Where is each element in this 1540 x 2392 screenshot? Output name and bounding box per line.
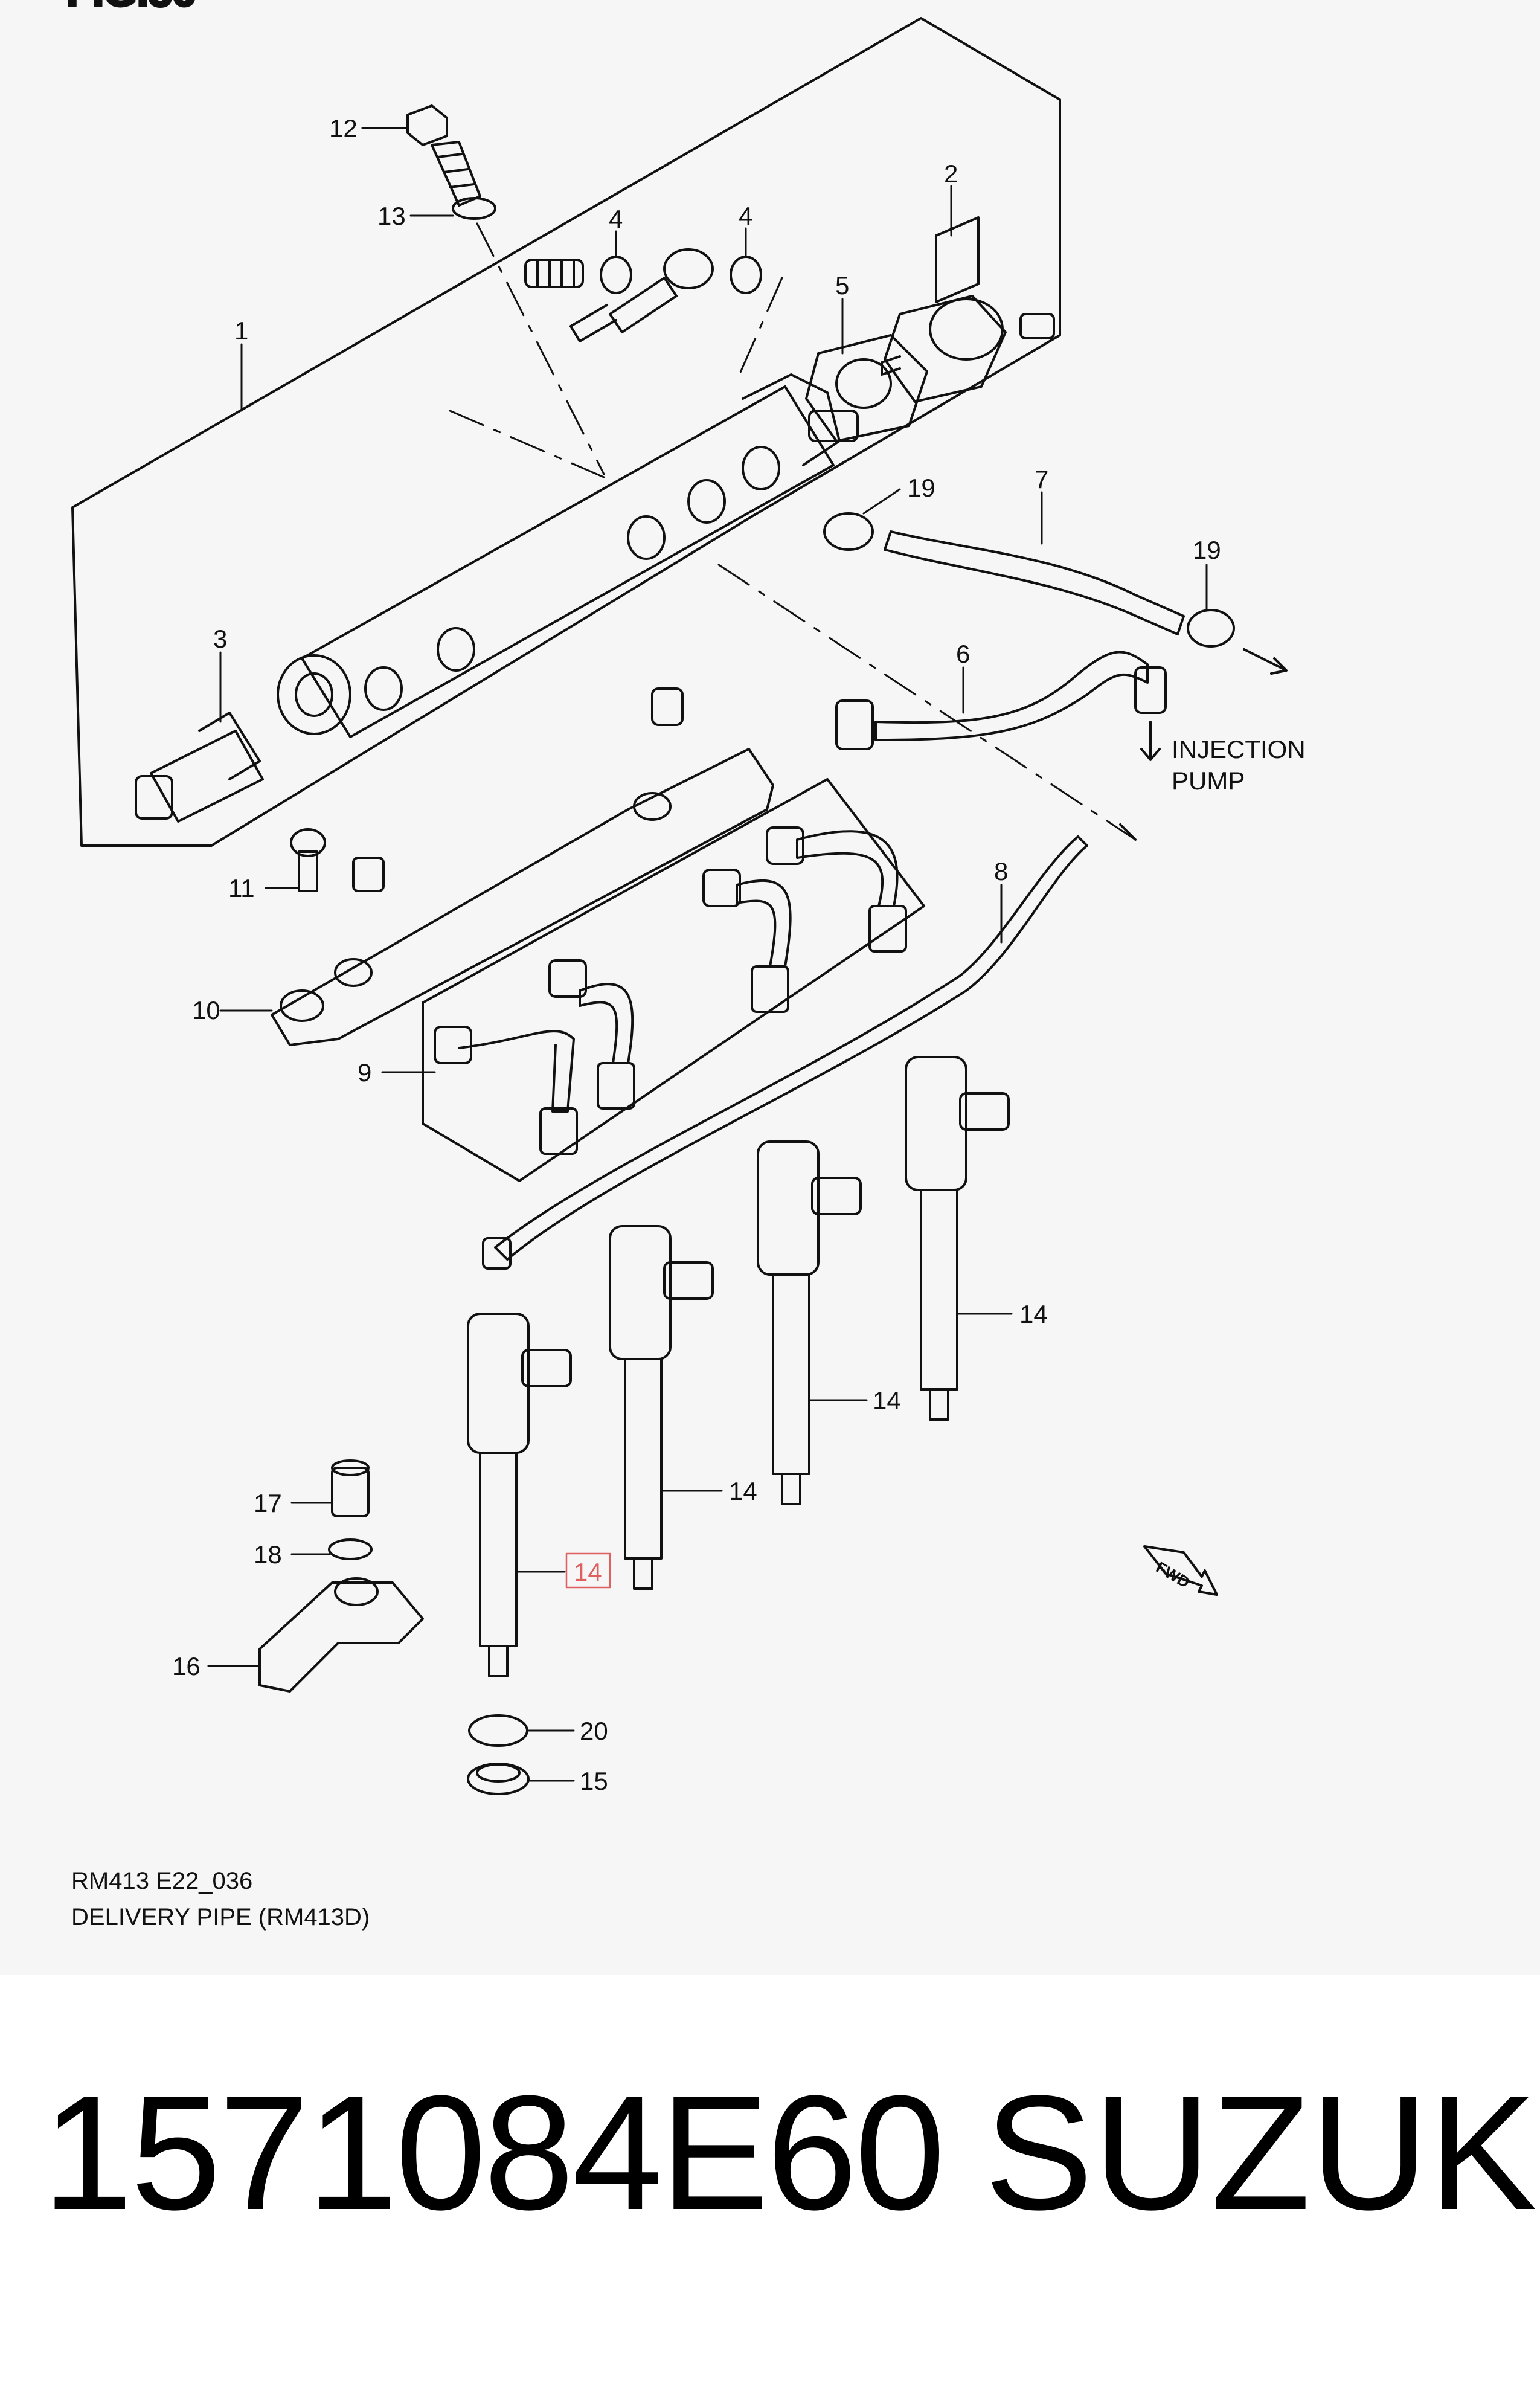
rail-cover-10 <box>271 687 774 1046</box>
pipe-nut-6a <box>835 699 874 750</box>
callout-12: 12 <box>329 114 358 143</box>
return-arrow <box>1243 648 1288 675</box>
callout-14d: 14 <box>574 1558 602 1586</box>
fig-label: FIG.36 <box>66 0 196 15</box>
callout-8: 8 <box>994 857 1008 886</box>
callout-3: 3 <box>213 625 227 653</box>
leader-lines <box>207 127 1208 1782</box>
washer-4b <box>730 256 762 294</box>
junction-mark <box>1119 823 1137 841</box>
hose-end-8 <box>482 1237 512 1270</box>
nozzle-seal-15 <box>467 1763 530 1795</box>
injector-14b <box>609 1225 714 1590</box>
callout-17: 17 <box>254 1489 282 1517</box>
injection-pipes-9 <box>434 826 907 1155</box>
callout-11: 11 <box>228 874 255 902</box>
bolt-12 <box>406 104 481 207</box>
high-pressure-pipe-6 <box>874 651 1149 741</box>
callout-10: 10 <box>192 996 220 1024</box>
pressure-sensor-3 <box>135 712 264 823</box>
callout-14a: 14 <box>1019 1300 1048 1328</box>
part-number: 1571084E60 <box>42 2062 946 2244</box>
callout-19b: 19 <box>1193 536 1221 564</box>
washer-13 <box>452 197 496 220</box>
callout-14b: 14 <box>873 1386 901 1415</box>
callout-14c: 14 <box>729 1477 757 1505</box>
hose-clamp-19a <box>823 512 874 551</box>
common-rail-1 <box>277 373 859 738</box>
injector-14a <box>467 1313 572 1677</box>
o-ring-20 <box>468 1714 528 1747</box>
callout-18: 18 <box>254 1540 282 1569</box>
pressure-regulator-2 <box>881 216 1055 403</box>
banjo-fitting <box>569 248 714 342</box>
callout-7: 7 <box>1035 465 1048 494</box>
fwd-arrow: FWD <box>1143 1545 1218 1596</box>
callout-16: 16 <box>172 1652 201 1680</box>
injector-14d <box>905 1056 1010 1421</box>
note-injection: INJECTION <box>1172 735 1306 764</box>
pipe-group-outline <box>422 778 925 1182</box>
highlight-box <box>565 1552 611 1589</box>
callout-6: 6 <box>956 640 970 668</box>
leakoff-hose-8 <box>494 835 1088 1261</box>
callout-9: 9 <box>358 1058 371 1087</box>
return-hose-7 <box>884 530 1185 635</box>
gasket-5 <box>805 334 928 442</box>
callout-5: 5 <box>835 271 849 300</box>
brand-name: SUZUKI <box>984 2062 1540 2244</box>
exploded-view-svg: FIG.36 <box>65 0 1306 1931</box>
washer-4a <box>600 256 632 294</box>
injector-clamp-16 <box>258 1577 424 1693</box>
callout-20: 20 <box>580 1717 608 1745</box>
caption-title: DELIVERY PIPE (RM413D) <box>71 1904 370 1931</box>
hose-clamp-19b <box>1187 609 1235 648</box>
callout-13: 13 <box>377 202 406 230</box>
callout-15: 15 <box>580 1767 608 1795</box>
caption-code: RM413 E22_036 <box>71 1868 252 1894</box>
bolt-11 <box>290 828 326 892</box>
rail-ports <box>364 446 780 711</box>
alignment-lines <box>449 222 1137 841</box>
callout-4b: 4 <box>739 202 752 230</box>
banjo-bolt-4 <box>524 259 584 288</box>
washer-18 <box>328 1538 373 1560</box>
callout-2: 2 <box>944 159 958 188</box>
parts-diagram: FIG.36 <box>65 0 1306 1931</box>
pipe-nut-6b <box>1134 666 1167 714</box>
callout-labels: 12 13 4 4 2 5 1 19 7 19 3 6 11 8 10 9 14… <box>71 114 1306 1931</box>
callout-19a: 19 <box>907 474 935 502</box>
pump-arrow <box>1140 721 1161 761</box>
note-pump: PUMP <box>1172 767 1245 795</box>
injector-14c <box>757 1140 862 1505</box>
sleeve-17 <box>331 1459 370 1517</box>
callout-4a: 4 <box>609 205 623 233</box>
callout-1: 1 <box>234 317 248 345</box>
